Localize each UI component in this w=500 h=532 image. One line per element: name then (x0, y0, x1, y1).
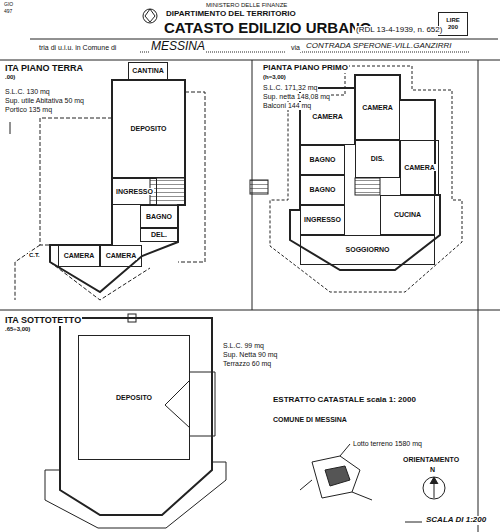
room-name: CAMERA (63, 252, 96, 260)
plan-label: CONTRADA SPERONE-VILL.GANZIRRI (305, 42, 453, 51)
room: BAGNO (300, 145, 345, 175)
plan-label: MESSINA (150, 40, 206, 53)
room-name: DEPOSITO (115, 394, 153, 402)
plan-label: Lotto terreno 1580 mq (352, 440, 423, 448)
room-name: CAMERA (311, 113, 344, 121)
room: CANTINA (128, 62, 168, 80)
room: BAGNO (300, 175, 345, 205)
plan-label: Sup. Netta 90 mq (222, 351, 278, 359)
room-name: CUCINA (393, 211, 422, 219)
plan-label: ORIENTAMENTO (402, 456, 460, 464)
room: INGRESSO (112, 178, 157, 205)
room: CAMERA (400, 140, 439, 195)
room: CUCINA (380, 195, 435, 235)
plan-label: ITA SOTTOTETTO (4, 316, 82, 326)
plan-label: C.T. (28, 252, 41, 259)
plan-label: Balconi 144 mq (262, 102, 312, 110)
room: BAGNO (140, 205, 178, 228)
room: CAMERA (100, 245, 142, 267)
plan-label: S.L.C. 171,32 mq (262, 84, 318, 92)
plan-label: DIPARTIMENTO DEL TERRITORIO (165, 10, 297, 19)
room: DEPOSITO (112, 80, 185, 178)
plan-label: S.L.C. 99 mq (222, 342, 265, 350)
room-name: BAGNO (308, 156, 336, 164)
title: CATASTO EDILIZIO URBANO (163, 20, 373, 37)
room-name: BAGNO (145, 213, 173, 221)
room-name: CANTINA (131, 67, 165, 75)
room-name: INGRESSO (303, 216, 342, 224)
plan-label: Sup. utile Abitativa 50 mq (4, 97, 85, 105)
room-name: CAMERA (361, 104, 394, 112)
room: DEPOSITO (78, 335, 190, 460)
plan-label: COMUNE DI MESSINA (272, 416, 348, 424)
plan-label: (RDL 13-4-1939, n. 652) (355, 26, 443, 35)
plan-label: SCALA DI 1:200 (425, 516, 487, 525)
room-name: DEL. (150, 231, 168, 239)
plan-label: PIANTA PIANO PRIMO (262, 64, 349, 73)
plan-label: MINISTERO DELLE FINANZE (205, 2, 288, 9)
plan-label: via (290, 44, 301, 52)
room-name: INGRESSO (115, 188, 154, 196)
room-name: DIS. (370, 155, 386, 163)
plan-label: GIO (3, 2, 14, 8)
plan-label: 497 (3, 9, 13, 15)
room: INGRESSO (300, 205, 345, 235)
plan-label: .65÷3,00) (4, 326, 31, 333)
room: DEL. (140, 228, 178, 242)
room-name: SOGGIORNO (345, 246, 391, 254)
room-name: CAMERA (403, 164, 436, 172)
room: CAMERA (355, 75, 400, 140)
plan-label: ESTRATTO CATASTALE scala 1: 2000 (272, 396, 417, 405)
plan-label: ITA PIANO TERRA (4, 64, 84, 74)
room: CAMERA (58, 245, 100, 267)
plan-label: Sup. netta 148,08 mq (262, 93, 331, 101)
plan-label: Terrazzo 60 mq (222, 360, 272, 368)
plan-label: .00) (4, 74, 16, 81)
room-name: CAMERA (105, 252, 138, 260)
room: DIS. (355, 140, 400, 178)
room-name: LIRE 200 (442, 17, 464, 30)
plan-label: (h=3,00) (262, 74, 287, 81)
room-name: DEPOSITO (129, 125, 167, 133)
plan-label: S.L.C. 130 mq (4, 88, 51, 96)
room-name: BAGNO (308, 186, 336, 194)
plan-label: tria di u.i.u. in Comune di (38, 44, 117, 52)
plan-label: Portico 135 mq (4, 106, 53, 114)
plan-label: N (429, 466, 436, 474)
room: SOGGIORNO (300, 235, 435, 265)
